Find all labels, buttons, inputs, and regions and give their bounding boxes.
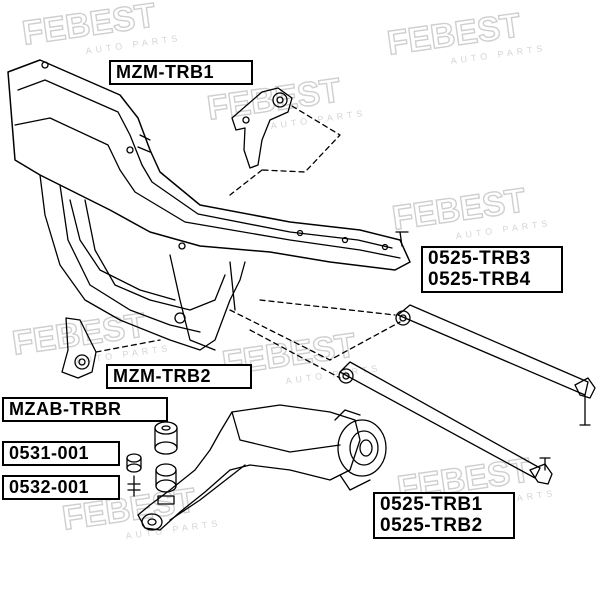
bracket-trb2-drawing — [61, 317, 161, 379]
part-label-mzm-trb2: MZM-TRB2 — [106, 364, 252, 390]
part-label-0525-trb1-trb2: 0525-TRB1 0525-TRB2 — [373, 492, 515, 540]
part-label-mzab-trbr: MZAB-TRBR — [2, 397, 168, 423]
bushing-mzab-drawing — [154, 421, 178, 455]
part-label-0531-001: 0531-001 — [2, 441, 120, 467]
link-arm-trb1-drawing — [338, 361, 553, 485]
part-label-0525-trb3-trb4: 0525-TRB3 0525-TRB4 — [421, 246, 563, 294]
part-label-mzm-trb1: MZM-TRB1 — [109, 60, 253, 86]
lower-arm-drawing — [137, 404, 387, 531]
subframe-drawing — [7, 59, 411, 351]
small-parts-drawing — [126, 453, 177, 505]
link-arm-trb3-drawing — [395, 304, 596, 426]
part-label-0532-001: 0532-001 — [2, 475, 120, 501]
bracket-trb1-drawing — [229, 87, 341, 196]
assembly-dash-lines — [229, 299, 401, 379]
